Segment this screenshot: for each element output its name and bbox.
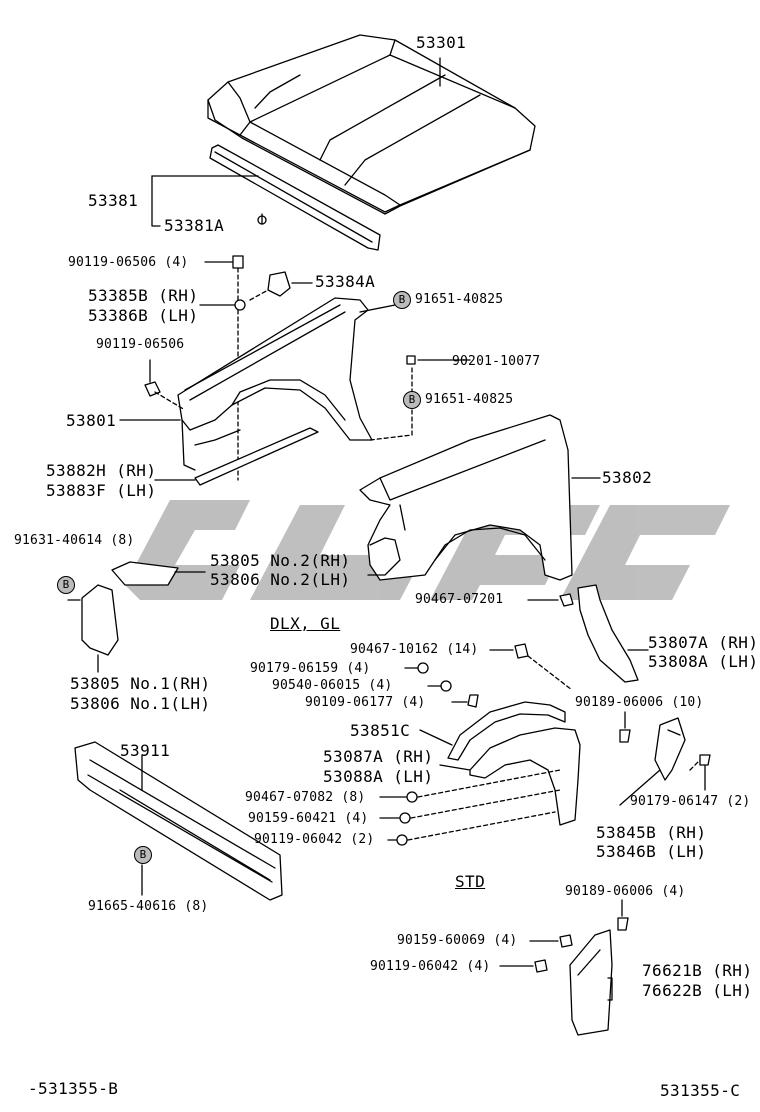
bolt-b-badge: B bbox=[57, 576, 75, 594]
part-label-53807a: 53807A (RH) bbox=[648, 633, 759, 652]
hood-drawing bbox=[207, 34, 536, 215]
part-label-53846b: 53846B (LH) bbox=[596, 842, 707, 861]
part-label-91665-40616: 91665-40616 (8) bbox=[88, 899, 209, 914]
part-label-53801: 53801 bbox=[66, 411, 117, 430]
part-label-91651-40825-a: 91651-40825 bbox=[415, 292, 504, 307]
part-label-76621b: 76621B (RH) bbox=[642, 961, 753, 980]
part-label-53301: 53301 bbox=[416, 33, 467, 52]
part-label-90189-06006-10: 90189-06006 (10) bbox=[575, 695, 704, 710]
part-label-53911: 53911 bbox=[120, 741, 171, 760]
part-label-53806-no1: 53806 No.1(LH) bbox=[70, 694, 211, 713]
part-label-53802: 53802 bbox=[602, 468, 653, 487]
part-label-90159-60069: 90159-60069 (4) bbox=[397, 933, 518, 948]
part-label-53882h: 53882H (RH) bbox=[46, 461, 157, 480]
section-label-dlx-gl: DLX, GL bbox=[270, 614, 341, 633]
footer-code-left: -531355-B bbox=[28, 1079, 119, 1098]
part-label-53386b: 53386B (LH) bbox=[88, 306, 199, 325]
mudguard-drawing bbox=[569, 929, 613, 1036]
part-label-91631-40614: 91631-40614 (8) bbox=[14, 533, 135, 548]
part-label-53381: 53381 bbox=[88, 191, 139, 210]
part-label-90467-07201: 90467-07201 bbox=[415, 592, 504, 607]
part-label-90119-06506-4: 90119-06506 (4) bbox=[68, 255, 189, 270]
fender-53801-drawing bbox=[177, 297, 373, 471]
part-label-53808a: 53808A (LH) bbox=[648, 652, 759, 671]
part-label-53845b: 53845B (RH) bbox=[596, 823, 707, 842]
bolt-b-badge: B bbox=[393, 291, 411, 309]
footer-code-right: 531355-C bbox=[660, 1081, 741, 1100]
part-label-90119-06042-4: 90119-06042 (4) bbox=[370, 959, 491, 974]
part-label-53088a: 53088A (LH) bbox=[323, 767, 434, 786]
part-label-53805-no1: 53805 No.1(RH) bbox=[70, 674, 211, 693]
part-label-91651-40825-b: 91651-40825 bbox=[425, 392, 514, 407]
bolt-b-badge: B bbox=[403, 391, 421, 409]
part-label-53851c: 53851C bbox=[350, 721, 411, 740]
fender-53802-drawing bbox=[359, 414, 573, 581]
part-label-53381a: 53381A bbox=[164, 216, 225, 235]
part-label-53087a: 53087A (RH) bbox=[323, 747, 434, 766]
part-label-90467-10162: 90467-10162 (14) bbox=[350, 642, 479, 657]
part-label-90201-10077: 90201-10077 bbox=[452, 354, 541, 369]
part-label-53385b: 53385B (RH) bbox=[88, 286, 199, 305]
bolt-b-badge: B bbox=[134, 846, 152, 864]
part-label-76622b: 76622B (LH) bbox=[642, 981, 753, 1000]
valance-53911-drawing bbox=[74, 741, 283, 901]
part-label-90109-06177: 90109-06177 (4) bbox=[305, 695, 426, 710]
part-label-53384a: 53384A bbox=[315, 272, 376, 291]
part-label-90119-06506: 90119-06506 bbox=[96, 337, 185, 352]
part-label-90159-60421: 90159-60421 (4) bbox=[248, 811, 369, 826]
part-label-90179-06147: 90179-06147 (2) bbox=[630, 794, 751, 809]
hood-seal-drawing bbox=[209, 144, 381, 251]
part-label-90119-06042-2: 90119-06042 (2) bbox=[254, 832, 375, 847]
part-label-90179-06159: 90179-06159 (4) bbox=[250, 661, 371, 676]
part-label-53883f: 53883F (LH) bbox=[46, 481, 157, 500]
part-label-90189-06006-4: 90189-06006 (4) bbox=[565, 884, 686, 899]
part-label-90540-06015: 90540-06015 (4) bbox=[272, 678, 393, 693]
section-label-std: STD bbox=[455, 872, 486, 891]
part-label-53806-no2: 53806 No.2(LH) bbox=[210, 570, 351, 589]
part-label-90467-07082: 90467-07082 (8) bbox=[245, 790, 366, 805]
part-label-53805-no2: 53805 No.2(RH) bbox=[210, 551, 351, 570]
